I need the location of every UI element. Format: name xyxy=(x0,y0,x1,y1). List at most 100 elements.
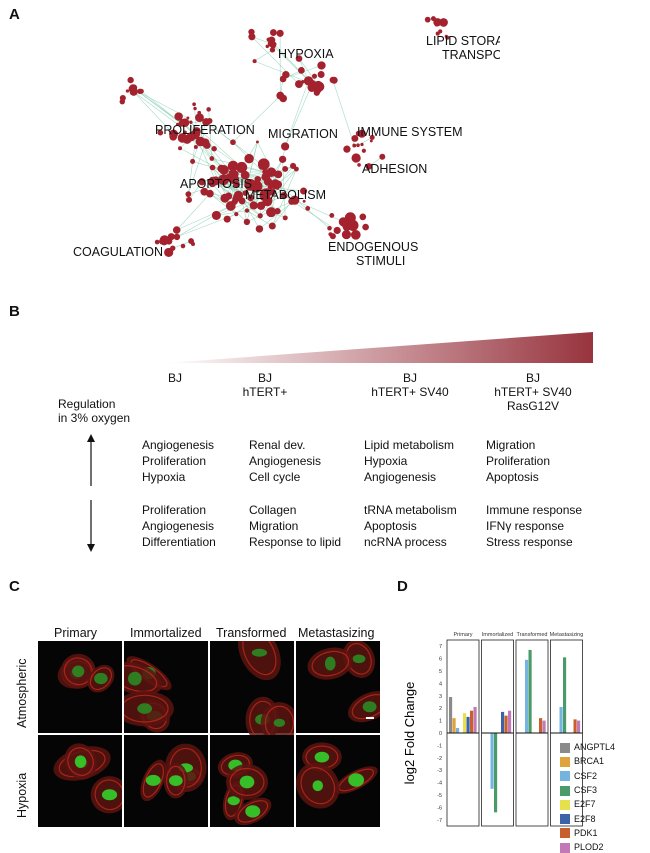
network-node xyxy=(357,163,361,167)
legend-swatch xyxy=(560,828,570,838)
chart-bar xyxy=(456,728,459,733)
network-node xyxy=(342,220,348,226)
chart-bar xyxy=(508,711,511,733)
chart-bar xyxy=(505,716,508,733)
network-node xyxy=(266,207,276,217)
legend-item: BRCA1 xyxy=(560,755,604,767)
network-label-coagulation: COAGULATION xyxy=(73,245,163,259)
network-node xyxy=(305,206,310,211)
network-node xyxy=(317,61,325,69)
network-node xyxy=(282,166,288,172)
network-node xyxy=(212,211,221,220)
chart-bar xyxy=(453,718,456,733)
chart-y-tick-label: -1 xyxy=(437,743,442,749)
network-label-endogenous: ENDOGENOUS xyxy=(328,240,418,254)
network-node xyxy=(173,226,181,234)
chart-y-tick-label: -3 xyxy=(437,768,442,774)
chart-bar xyxy=(449,697,452,733)
network-edge xyxy=(177,206,231,237)
network-node xyxy=(155,240,160,245)
chart-y-tick-label: -6 xyxy=(437,805,442,811)
legend-label: CSF3 xyxy=(574,785,597,795)
network-node xyxy=(203,142,210,149)
network-node xyxy=(248,33,255,40)
chart-bar xyxy=(529,650,532,733)
chart-bar xyxy=(577,721,580,733)
network-node xyxy=(279,156,286,163)
network-node xyxy=(192,102,196,106)
network-node xyxy=(270,29,277,36)
network-label-apoptosis: APOPTOSIS xyxy=(180,177,252,191)
chart-bar xyxy=(494,733,497,812)
network-node xyxy=(244,219,250,225)
network-node xyxy=(327,226,332,231)
network-node xyxy=(295,80,303,88)
network-node xyxy=(160,235,170,245)
network-node xyxy=(178,146,182,150)
network-node xyxy=(250,201,258,209)
chart-facet-label: Transformed xyxy=(517,632,548,638)
network-node xyxy=(253,59,257,63)
network-node xyxy=(206,107,211,112)
legend-item: CSF2 xyxy=(560,770,597,782)
chart-bar xyxy=(470,711,473,733)
network-node xyxy=(269,223,276,230)
network-node xyxy=(266,45,269,48)
network-node xyxy=(245,208,249,212)
network-node xyxy=(127,77,133,83)
chart-bar xyxy=(474,707,477,733)
legend-swatch xyxy=(560,786,570,796)
network-edge xyxy=(134,92,178,124)
network-label-migration: MIGRATION xyxy=(268,127,338,141)
micro-image-atmospheric-primary xyxy=(38,641,122,743)
network-node xyxy=(425,17,431,23)
chart-bar xyxy=(560,707,563,733)
legend-swatch xyxy=(560,814,570,824)
network-node xyxy=(343,146,350,153)
network-node xyxy=(120,99,125,104)
network-node xyxy=(274,171,282,179)
network-node xyxy=(360,143,363,146)
network-node xyxy=(256,225,263,232)
network-node xyxy=(219,165,229,175)
chart-bar xyxy=(467,717,470,733)
network-label-stimuli: STIMULI xyxy=(356,254,405,268)
network-node xyxy=(244,154,253,163)
legend-swatch xyxy=(560,843,570,853)
chart-bar xyxy=(563,657,566,733)
network-node xyxy=(256,140,259,143)
network-node xyxy=(210,165,216,171)
transformation-gradient-wedge xyxy=(165,332,593,364)
network-label-hypoxia: HYPOXIA xyxy=(278,47,334,61)
gene-network-graph: HYPOXIA LIPID STORAGE AND TRANSPORT PROL… xyxy=(60,0,500,290)
network-node xyxy=(370,140,373,143)
legend-item: E2F7 xyxy=(560,798,596,810)
panel-d-letter: D xyxy=(397,578,408,595)
network-node xyxy=(126,89,129,92)
network-node xyxy=(226,201,236,211)
chart-bar xyxy=(501,712,504,733)
network-node xyxy=(261,172,270,181)
legend-item: E2F8 xyxy=(560,813,596,825)
micro-column-transformed: Transformed xyxy=(216,626,286,640)
legend-label: PLOD2 xyxy=(574,842,604,852)
micro-column-primary: Primary xyxy=(54,626,97,640)
network-node xyxy=(170,246,175,251)
network-node xyxy=(257,202,265,210)
network-node xyxy=(356,143,360,147)
network-node xyxy=(209,156,214,161)
chart-y-tick-label: 0 xyxy=(439,731,442,737)
network-node xyxy=(329,213,334,218)
micro-image-hypoxia-transformed xyxy=(210,735,294,837)
network-node xyxy=(181,244,186,249)
network-node xyxy=(259,164,264,169)
legend-item: PDK1 xyxy=(560,827,598,839)
column-header-bj-htert: BJ hTERT+ xyxy=(240,371,290,399)
chart-bar xyxy=(525,660,528,733)
chart-y-tick-label: 2 xyxy=(439,706,442,712)
